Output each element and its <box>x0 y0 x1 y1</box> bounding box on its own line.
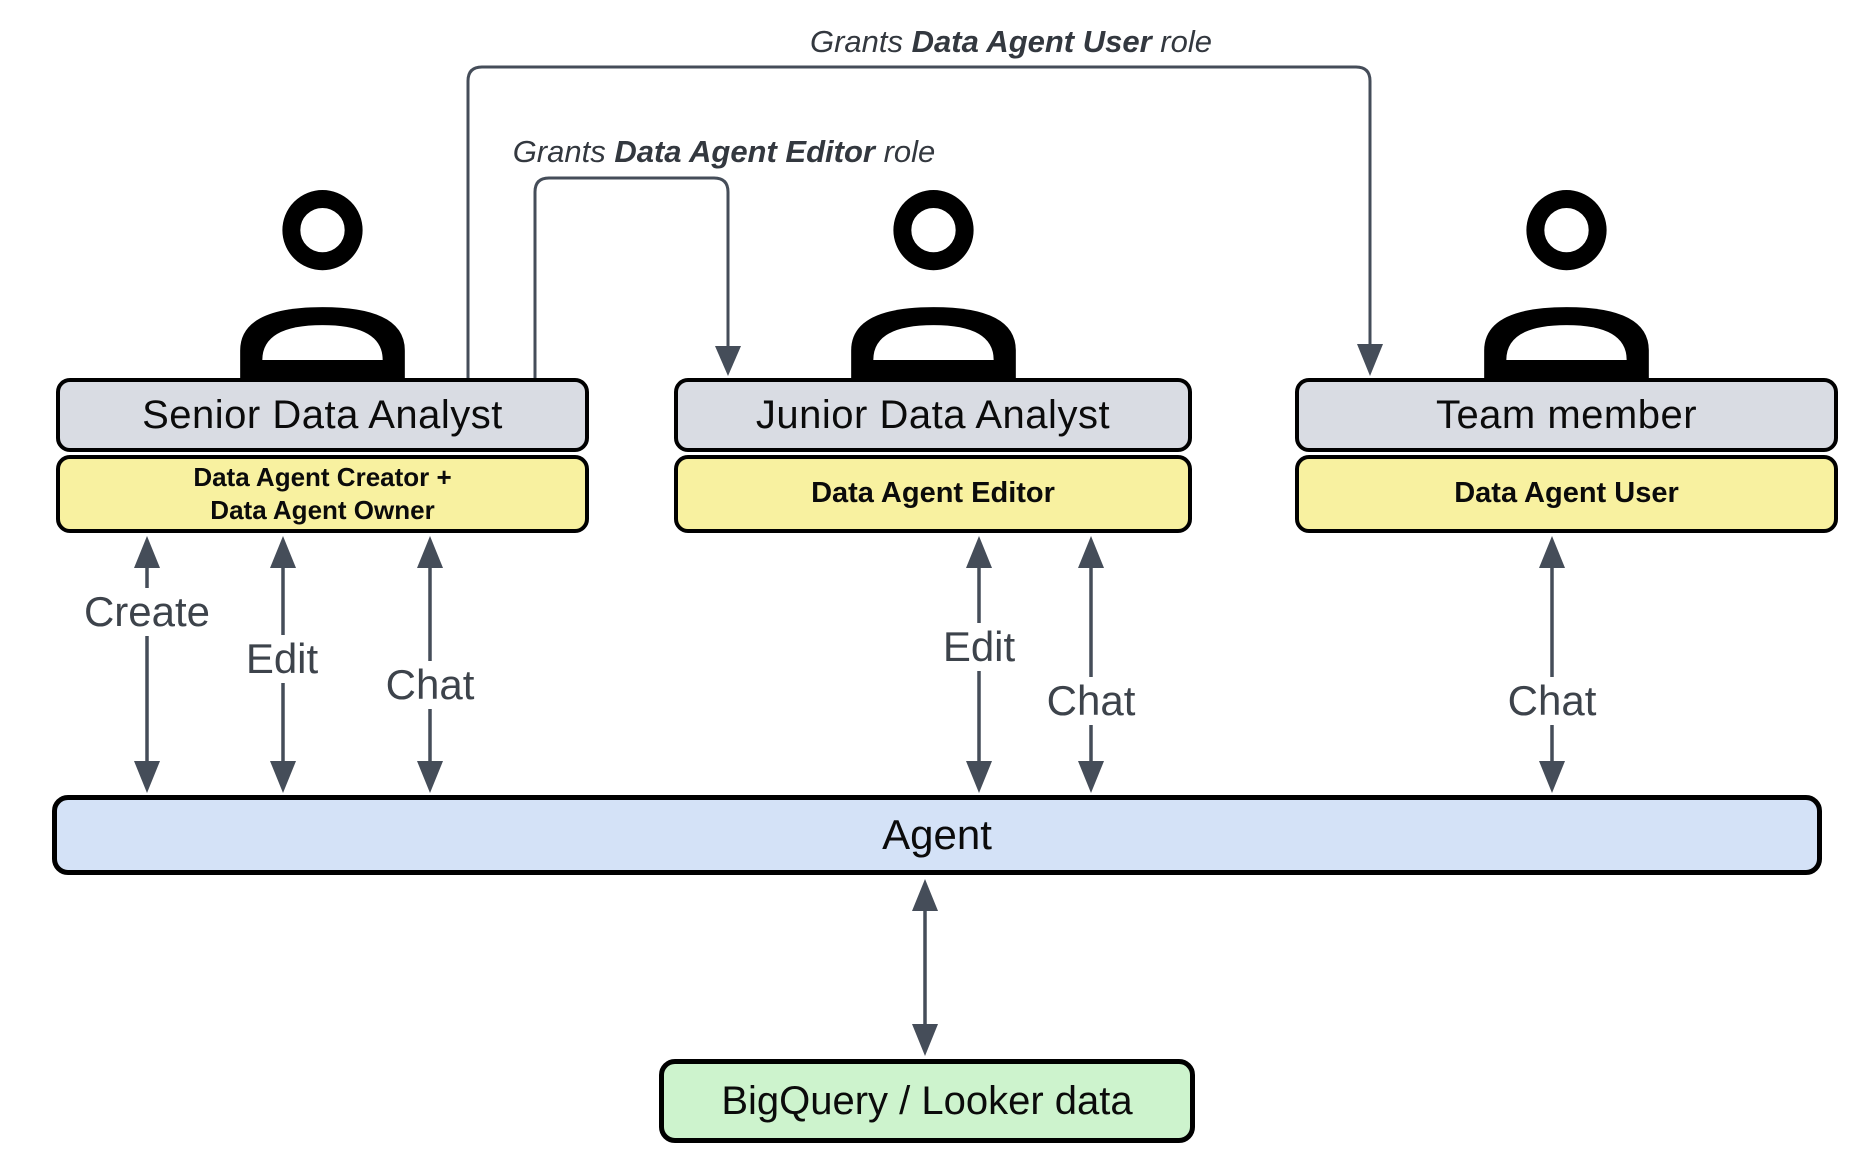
senior-analyst-title: Senior Data Analyst <box>142 392 503 437</box>
grant-editor-arrow <box>533 176 730 378</box>
edit-arrow-label: Edit <box>936 623 1022 671</box>
role-line: Data Agent Creator + <box>193 461 452 492</box>
grant-arrowheads <box>715 344 1383 376</box>
role-line: Data Agent Editor <box>811 477 1055 510</box>
arrowhead-up-icon <box>1539 536 1565 568</box>
arrowhead-down-icon <box>966 761 992 793</box>
agent-bar: Agent <box>52 795 1822 875</box>
team-member-title: Team member <box>1435 392 1698 437</box>
role-line: Data Agent Owner <box>210 495 435 525</box>
grant-arrows <box>466 65 1372 378</box>
arrowhead-down-icon <box>1539 761 1565 793</box>
grant-user-label: Grants Data Agent User role <box>810 24 1212 60</box>
grant-label-suffix: role <box>1160 24 1213 59</box>
person-icon <box>240 190 405 380</box>
arrowhead-down-icon <box>912 1024 938 1056</box>
grant-label-suffix: role <box>883 134 936 169</box>
agent-label: Agent <box>882 811 992 858</box>
person-icon <box>851 190 1016 380</box>
arrowhead-up-icon <box>417 536 443 568</box>
arrowhead-down-icon <box>134 761 160 793</box>
junior-analyst-title: Junior Data Analyst <box>755 392 1111 437</box>
create-arrow-label: Create <box>77 588 217 636</box>
senior-analyst-title-box: Senior Data Analyst <box>56 378 589 452</box>
arrowhead-up-icon <box>134 536 160 568</box>
grant-label-prefix: Grants <box>809 24 904 59</box>
role-line: Data Agent User <box>1454 477 1679 510</box>
arrowhead-up-icon <box>912 879 938 911</box>
arrowhead-down-icon <box>1078 761 1104 793</box>
arrowhead-down-icon <box>715 346 741 376</box>
grant-label-role: Data Agent User <box>911 24 1152 59</box>
junior-analyst-role-box: Data Agent Editor <box>674 455 1192 533</box>
chat-arrow-label: Chat <box>379 661 481 709</box>
action-arrowheads <box>134 536 1565 1056</box>
grant-editor-label: Grants Data Agent Editor role <box>513 134 936 170</box>
arrowhead-up-icon <box>1078 536 1104 568</box>
team-member-title-box: Team member <box>1295 378 1838 452</box>
chat-arrow-label: Chat <box>1501 677 1603 725</box>
junior-analyst-title-box: Junior Data Analyst <box>674 378 1192 452</box>
person-icon <box>1484 190 1649 380</box>
grant-user-arrow <box>466 65 1372 378</box>
arrowhead-up-icon <box>966 536 992 568</box>
arrowhead-down-icon <box>270 761 296 793</box>
grant-label-role: Data Agent Editor <box>614 134 875 169</box>
arrowhead-down-icon <box>417 761 443 793</box>
senior-analyst-roles: Data Agent Creator + Data Agent Owner <box>193 461 451 528</box>
grant-label-prefix: Grants <box>512 134 606 169</box>
arrowhead-down-icon <box>1357 344 1383 376</box>
arrowhead-up-icon <box>270 536 296 568</box>
datasource-label: BigQuery / Looker data <box>721 1078 1133 1123</box>
senior-analyst-role-box: Data Agent Creator + Data Agent Owner <box>56 455 589 533</box>
datasource-box: BigQuery / Looker data <box>659 1059 1195 1143</box>
chat-arrow-label: Chat <box>1040 677 1142 725</box>
team-member-role-box: Data Agent User <box>1295 455 1838 533</box>
edit-arrow-label: Edit <box>239 635 325 683</box>
